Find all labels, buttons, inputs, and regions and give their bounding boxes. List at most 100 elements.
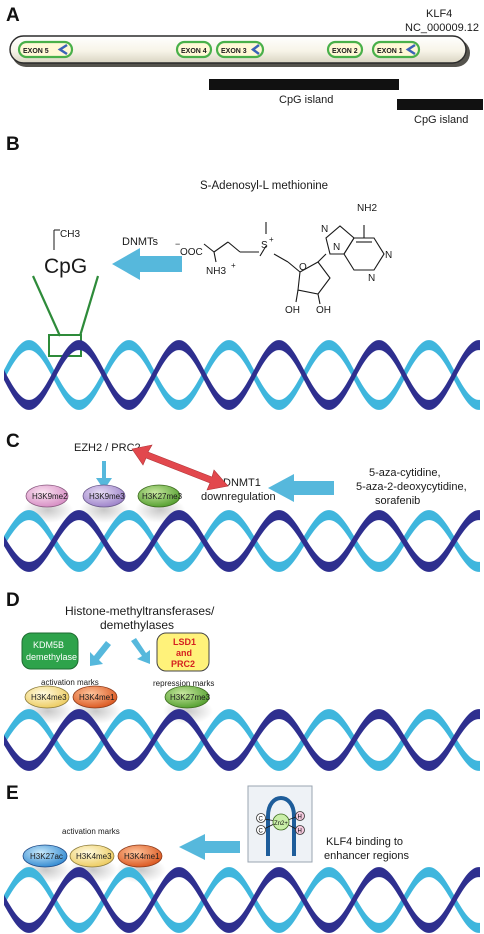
mark-h3k9me3-label: H3K9me3 xyxy=(89,492,125,501)
zinc-ion xyxy=(272,813,290,831)
lsd1-label-3: PRC2 xyxy=(171,659,195,669)
zinc-label: Zn2+ xyxy=(274,821,288,827)
exon-5: EXON 5 xyxy=(17,40,74,59)
mark-h3k9me3: H3K9me3 xyxy=(82,484,126,508)
cpg-island-label-2: CpG island xyxy=(414,114,468,126)
activation-arrow xyxy=(90,641,111,666)
atom-nh3: NH3 xyxy=(206,266,226,277)
atom-n-2: N xyxy=(368,273,375,284)
atom-oh-2: OH xyxy=(316,305,331,316)
mark-h3k27ac-label: H3K27ac xyxy=(30,852,63,861)
helix-strand-light xyxy=(4,510,480,572)
activation-marks-label-d: activation marks xyxy=(41,678,99,687)
drug-label-2: 5-aza-2-deoxycytidine, xyxy=(356,481,467,493)
cys-residue-2 xyxy=(256,825,266,835)
helix-strand-light xyxy=(4,340,480,410)
helix-strand-dark xyxy=(4,510,480,572)
dnmts-arrow xyxy=(112,248,182,280)
zinc-finger-loop xyxy=(266,796,296,856)
helix-strand-dark xyxy=(4,709,480,771)
exon-1: EXON 1 xyxy=(371,40,421,59)
exon-3-label: EXON 3 xyxy=(221,48,247,55)
gene-name: KLF4 xyxy=(426,8,452,20)
exon-3-chevron-icon xyxy=(250,44,260,55)
panel-d-letter: D xyxy=(6,590,20,611)
sam-structure xyxy=(203,222,385,305)
helix-strand-light xyxy=(4,709,480,771)
kdm5b-box: KDM5B demethylase xyxy=(21,632,79,670)
drug-label-3: sorafenib xyxy=(375,495,420,507)
cys-residue-1-label: C xyxy=(259,817,264,823)
cpg-island-label-1: CpG island xyxy=(279,94,333,106)
ezh2-down-arrow xyxy=(96,461,112,490)
activation-marks-label-e: activation marks xyxy=(62,827,120,836)
klf4-arrow xyxy=(179,834,240,860)
dnmt1-label: DNMT1 xyxy=(223,477,261,489)
panel-b-letter: B xyxy=(6,134,20,155)
exon-4-label: EXON 4 xyxy=(181,48,207,55)
his-residue-2-label: H xyxy=(298,829,302,835)
repression-arrow xyxy=(131,638,150,664)
exon-5-chevron-icon xyxy=(57,43,68,56)
ch3-label: CH3 xyxy=(60,229,80,240)
compound-name: S-Adenosyl-L methionine xyxy=(200,180,328,192)
mark-h3k4me3-d-label: H3K4me3 xyxy=(31,693,67,702)
zinc-finger-inset: Zn2+ C C H H xyxy=(247,785,313,863)
exon-2-label: EXON 2 xyxy=(332,48,358,55)
atom-oh-1: OH xyxy=(285,305,300,316)
mark-h3k4me3-e-label: H3K4me3 xyxy=(76,852,112,861)
atom-n-3: N xyxy=(333,242,340,253)
klf4-binding-label-2: enhancer regions xyxy=(324,850,410,862)
kdm5b-label-1: KDM5B xyxy=(33,640,64,650)
repression-marks-label: repression marks xyxy=(153,679,214,688)
histone-enzymes-heading-2: demethylases xyxy=(100,618,174,632)
mark-h3k9me2: H3K9me2 xyxy=(25,484,69,508)
exon-3: EXON 3 xyxy=(215,40,265,59)
exon-2: EXON 2 xyxy=(326,40,364,59)
dnmt1-downregulation-label: downregulation xyxy=(201,491,276,503)
mark-h3k4me3-d: H3K4me3 xyxy=(24,685,70,709)
histone-enzymes-heading-1: Histone-methyltransferases/ xyxy=(65,604,215,618)
atom-nh3-charge: + xyxy=(231,261,236,270)
mark-h3k4me1-e-label: H3K4me1 xyxy=(124,852,160,861)
mark-h3k27ac: H3K27ac xyxy=(22,844,68,868)
mark-h3k4me3-e: H3K4me3 xyxy=(69,844,115,868)
mark-h3k4me1-e: H3K4me1 xyxy=(117,844,163,868)
exon-4: EXON 4 xyxy=(175,40,213,59)
atom-ooc-charge: − xyxy=(175,239,180,249)
dna-helix-e xyxy=(4,867,480,933)
cpg-island-bar-2 xyxy=(397,99,483,110)
panel-c-letter: C xyxy=(6,431,20,452)
exon-5-label: EXON 5 xyxy=(23,48,49,55)
dna-helix-b xyxy=(4,340,480,410)
mark-h3k27me3-c-label: H3K27me3 xyxy=(142,492,183,501)
atom-s: S xyxy=(261,240,268,251)
kdm5b-label-2: demethylase xyxy=(26,652,77,662)
dna-helix-d xyxy=(4,709,480,771)
lsd1-prc2-box: LSD1 and PRC2 xyxy=(156,632,210,672)
panel-a-letter: A xyxy=(6,5,20,26)
atom-n-4: N xyxy=(321,224,328,235)
his-residue-1-label: H xyxy=(298,815,302,821)
atom-s-charge: + xyxy=(269,235,274,244)
mark-h3k4me1-d: H3K4me1 xyxy=(72,685,118,709)
ezh2-prc2-label: EZH2 / PRC2 xyxy=(74,442,141,454)
cys-residue-1 xyxy=(256,813,266,823)
his-residue-1 xyxy=(295,811,305,821)
atom-o-ring: O xyxy=(299,262,307,273)
cpg-island-bar-1 xyxy=(209,79,399,90)
sam-atom-labels: NH2 N N N N O OH OH S + OOC − NH3 + xyxy=(175,203,392,316)
lsd1-label-1: LSD1 xyxy=(173,637,196,647)
zoom-callout xyxy=(31,275,100,357)
his-residue-2 xyxy=(295,825,305,835)
cpg-label: CpG xyxy=(44,255,87,278)
dnmts-label: DNMTs xyxy=(122,236,159,248)
helix-strand-light xyxy=(4,867,480,933)
klf4-binding-label-1: KLF4 binding to xyxy=(326,836,403,848)
panel-e-letter: E xyxy=(6,783,19,804)
mark-h3k9me2-label: H3K9me2 xyxy=(32,492,68,501)
mark-h3k4me1-d-label: H3K4me1 xyxy=(79,693,115,702)
bidirectional-red-arrow xyxy=(131,444,229,491)
exon-1-label: EXON 1 xyxy=(377,48,403,55)
lsd1-label-2: and xyxy=(176,648,192,658)
